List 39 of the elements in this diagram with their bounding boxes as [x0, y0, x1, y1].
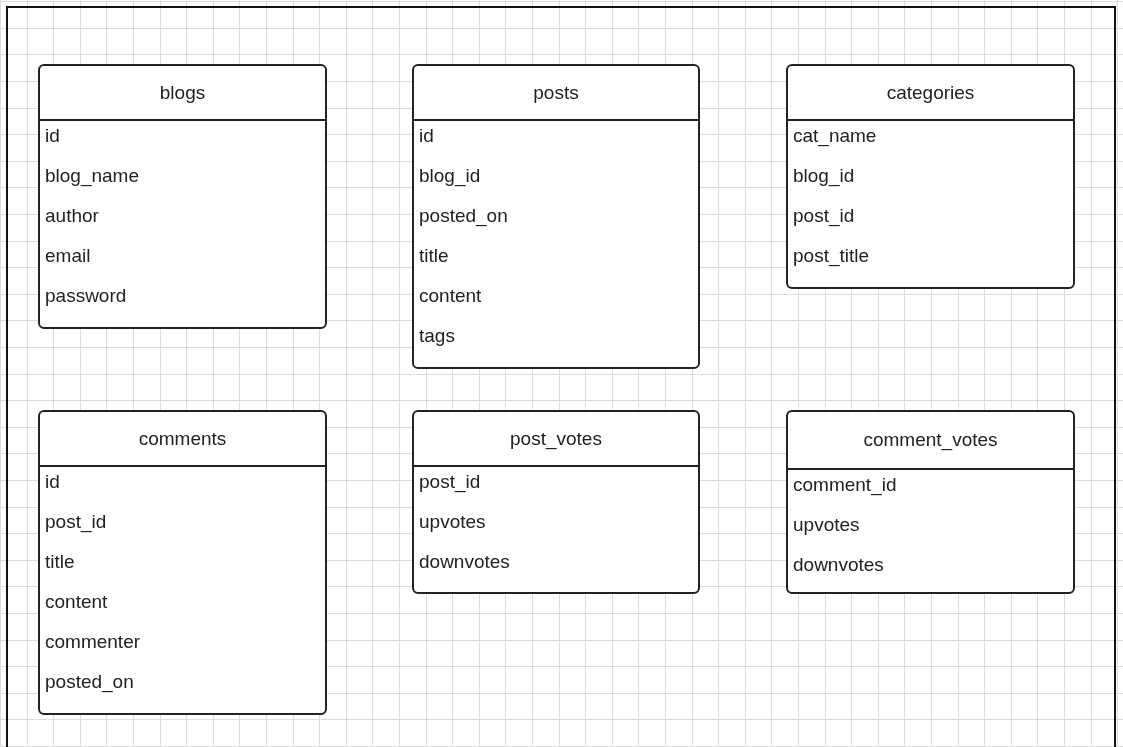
- table-name: comment_votes: [862, 428, 999, 453]
- column-name: post_id: [793, 205, 855, 227]
- column-name: id: [45, 471, 60, 493]
- table-name: categories: [885, 81, 976, 105]
- table-box: [786, 410, 1075, 594]
- column-name: content: [419, 285, 482, 307]
- table-box: [786, 64, 1075, 289]
- table-name: blogs: [158, 81, 207, 105]
- column-name: email: [45, 245, 91, 267]
- column-name: title: [419, 245, 449, 267]
- column-name: upvotes: [793, 514, 860, 536]
- column-name: upvotes: [419, 511, 486, 533]
- table-box: [38, 410, 327, 715]
- column-name: posted_on: [45, 671, 134, 693]
- column-name: blog_id: [793, 165, 855, 187]
- column-name: posted_on: [419, 205, 508, 227]
- column-name: author: [45, 205, 99, 227]
- table-box: [412, 410, 700, 594]
- column-name: id: [419, 125, 434, 147]
- column-name: post_id: [45, 511, 107, 533]
- table-box: [38, 64, 327, 329]
- table-name: posts: [532, 81, 580, 105]
- column-name: comment_id: [793, 474, 897, 496]
- column-name: post_title: [793, 245, 870, 267]
- column-name: content: [45, 591, 108, 613]
- column-name: password: [45, 285, 127, 307]
- table-name: comments: [137, 427, 228, 451]
- column-name: cat_name: [793, 125, 877, 147]
- table-name: post_votes: [509, 427, 603, 452]
- column-name: post_id: [419, 471, 481, 493]
- column-name: title: [45, 551, 75, 573]
- column-name: blog_name: [45, 165, 140, 187]
- column-name: tags: [419, 325, 455, 347]
- table-box: [412, 64, 700, 369]
- column-name: blog_id: [419, 165, 481, 187]
- column-name: id: [45, 125, 60, 147]
- column-name: commenter: [45, 631, 141, 653]
- column-name: downvotes: [793, 554, 884, 576]
- column-name: downvotes: [419, 551, 510, 573]
